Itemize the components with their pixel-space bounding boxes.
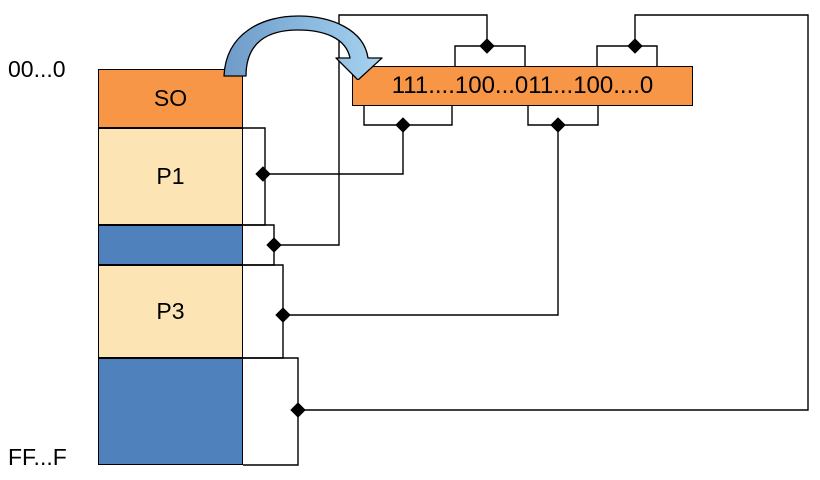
diamond-marker-used-2: [290, 402, 306, 418]
bracket-bitmap-lower-1: [363, 106, 453, 126]
address-label-top: 00...0: [8, 56, 66, 82]
bracket-used-2: [243, 357, 299, 466]
diamond-marker-lower-2: [550, 117, 566, 133]
bracket-bitmap-upper-2: [596, 45, 658, 66]
memory-block-so[interactable]: SO: [98, 69, 243, 128]
diamond-marker-lower-1: [395, 117, 411, 133]
memory-block-p1[interactable]: P1: [98, 128, 243, 225]
diamond-marker-p3: [275, 307, 291, 323]
memory-block-p3[interactable]: P3: [98, 265, 243, 358]
address-label-bottom: FF...F: [8, 444, 67, 470]
diamond-marker-upper-2: [627, 38, 643, 54]
wire-used2-to-bitmap-segment-4: [298, 14, 809, 411]
wire-p1-to-bitmap-segment-1: [263, 125, 404, 175]
diamond-marker-used-1: [266, 237, 282, 253]
diamond-marker-p1: [255, 166, 271, 182]
curved-mapping-arrow-icon: [223, 15, 383, 80]
diamond-marker-upper-1: [479, 38, 495, 54]
bitmap-bar[interactable]: 111....100...011...100....0: [352, 66, 693, 106]
bracket-p3: [243, 264, 284, 359]
wire-p3-to-bitmap-segment-3: [283, 125, 559, 316]
wire-used1-to-bitmap-segment-2: [274, 14, 488, 246]
memory-block-used-2[interactable]: [98, 358, 243, 465]
arrow-shape: [223, 15, 383, 80]
memory-block-used-1[interactable]: [98, 225, 243, 265]
bracket-bitmap-lower-2: [527, 106, 599, 126]
